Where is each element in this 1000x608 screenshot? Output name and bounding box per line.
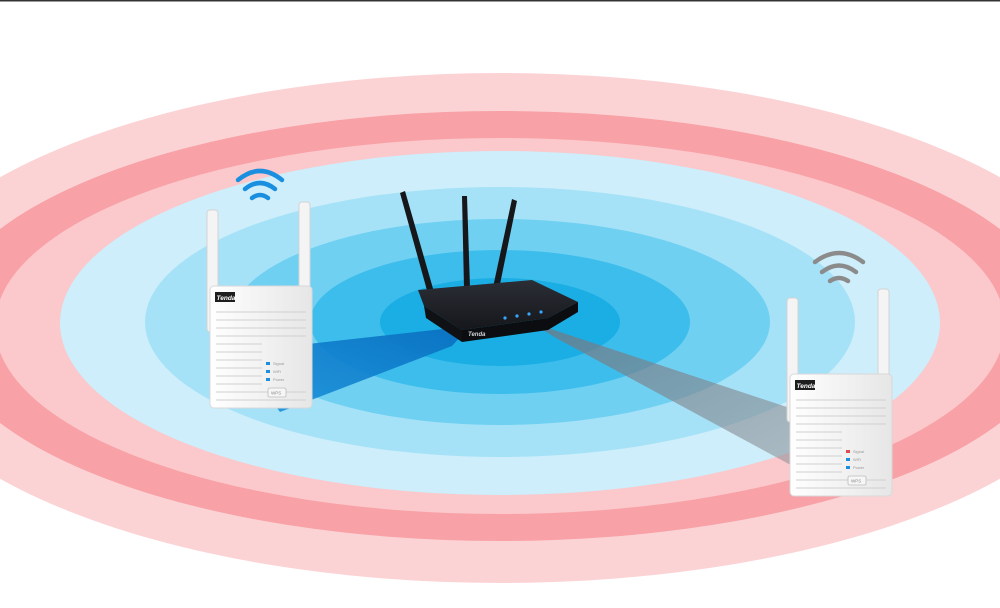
led-label: Signal xyxy=(273,361,284,366)
router-antenna-center xyxy=(462,196,470,288)
extender-left-brand-logo: Tenda xyxy=(217,295,236,302)
top-border-line xyxy=(0,0,1000,2)
led-label: Power xyxy=(853,465,865,470)
router-brand-logo: Tenda xyxy=(468,332,486,338)
led-signal-indicator xyxy=(266,362,270,365)
router-led xyxy=(527,312,531,316)
led-power-indicator xyxy=(266,378,270,381)
router: Tenda xyxy=(400,191,578,342)
wifi-weak-icon xyxy=(812,250,866,284)
extender-right: Tenda Signal WiFi Power WPS xyxy=(786,250,893,497)
led-label: WiFi xyxy=(853,457,861,462)
led-wifi-indicator xyxy=(846,458,850,461)
router-led xyxy=(515,314,519,318)
wps-button[interactable] xyxy=(847,475,867,486)
router-led xyxy=(503,316,507,320)
led-label: Power xyxy=(273,377,285,382)
led-signal-indicator xyxy=(846,450,850,453)
router-led xyxy=(539,310,543,314)
router-antenna-left xyxy=(400,191,434,294)
wps-button-label: WPS xyxy=(851,479,861,484)
led-wifi-indicator xyxy=(266,370,270,373)
extender-right-brand-logo: Tenda xyxy=(797,383,816,390)
extender-right-body xyxy=(789,373,893,497)
weak-signal-beam xyxy=(530,322,820,470)
wifi-strong-icon xyxy=(235,168,285,201)
extender-left: Tenda Signal WiFi Power WPS xyxy=(206,168,313,409)
router-antenna-right xyxy=(492,199,517,294)
extender-left-body xyxy=(209,285,313,409)
led-power-indicator xyxy=(846,466,850,469)
wps-button-label: WPS xyxy=(271,391,281,396)
led-label: Signal xyxy=(853,449,864,454)
led-label: WiFi xyxy=(273,369,281,374)
wps-button[interactable] xyxy=(267,387,287,398)
router-body xyxy=(418,280,578,330)
